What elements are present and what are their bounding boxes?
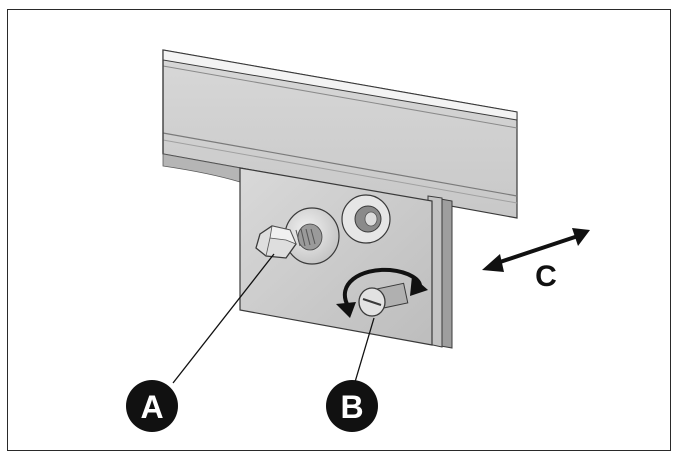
callout-b: B <box>326 380 378 432</box>
leader-line-b <box>354 317 375 383</box>
hex-bolt-a <box>255 207 340 265</box>
leader-line-a <box>172 253 275 384</box>
figure-frame <box>7 9 671 451</box>
rail-beam <box>162 49 518 219</box>
callout-a: A <box>126 380 178 432</box>
double-arrow-icon <box>482 228 590 272</box>
callout-a-label: A <box>140 389 163 425</box>
callout-c-label: C <box>535 260 557 293</box>
rotation-arrow-icon <box>336 267 428 318</box>
adjusting-screw-b <box>358 282 409 317</box>
upper-hole <box>341 194 391 244</box>
callout-b-label: B <box>340 389 363 425</box>
